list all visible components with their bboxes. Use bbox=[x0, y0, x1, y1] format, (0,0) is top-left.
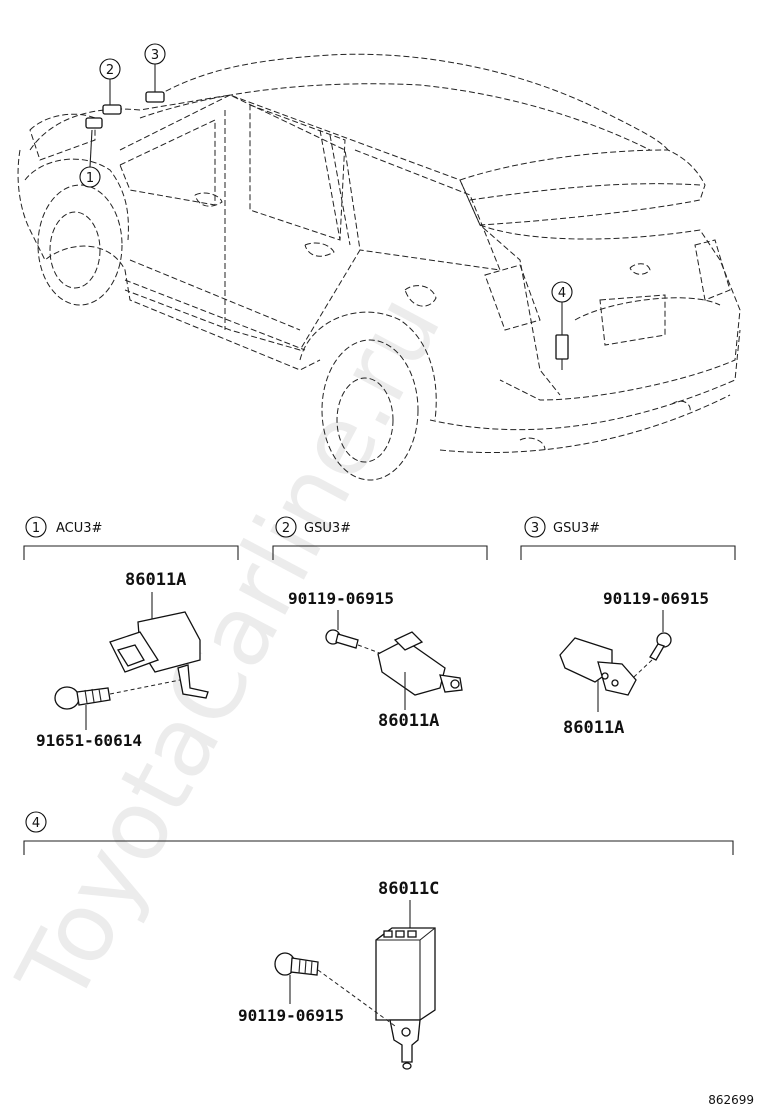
section-header-3: 3 GSU3# bbox=[520, 516, 736, 560]
callout-1: 1 bbox=[79, 166, 101, 188]
section-header-2: 2 GSU3# bbox=[272, 516, 488, 560]
section-3-parts: 90119-06915 86011A bbox=[559, 589, 709, 738]
s4-sensor-part-number: 86011C bbox=[378, 879, 439, 899]
svg-text:4: 4 bbox=[558, 286, 566, 301]
s3-bolt-part-number: 90119-06915 bbox=[603, 589, 709, 608]
s1-bolt-part-number: 91651-60614 bbox=[36, 731, 142, 750]
svg-text:4: 4 bbox=[32, 816, 40, 831]
svg-text:2: 2 bbox=[282, 521, 290, 536]
section-header-1: 1 ACU3# bbox=[23, 516, 239, 560]
svg-text:3: 3 bbox=[531, 521, 539, 536]
section-4-parts: 86011C 90119-06915 bbox=[238, 879, 439, 1070]
svg-text:1: 1 bbox=[86, 171, 94, 186]
vehicle-illustration bbox=[17, 53, 741, 481]
callout-3: 3 bbox=[144, 43, 166, 65]
svg-text:1: 1 bbox=[32, 521, 40, 536]
svg-text:GSU3#: GSU3# bbox=[304, 521, 351, 536]
svg-text:2: 2 bbox=[106, 63, 114, 78]
svg-text:3: 3 bbox=[151, 48, 159, 63]
s2-sensor-part-number: 86011A bbox=[378, 711, 439, 731]
callout-2: 2 bbox=[99, 58, 121, 80]
section-header-4: 4 bbox=[23, 811, 734, 855]
diagram-id: 862699 bbox=[708, 1093, 754, 1107]
section-1-parts: 86011A 91651-60614 bbox=[36, 570, 209, 750]
s2-bolt-part-number: 90119-06915 bbox=[288, 589, 394, 608]
callout-4: 4 bbox=[551, 281, 573, 303]
svg-text:GSU3#: GSU3# bbox=[553, 521, 600, 536]
svg-text:ACU3#: ACU3# bbox=[56, 521, 102, 536]
s4-bolt-part-number: 90119-06915 bbox=[238, 1006, 344, 1025]
section-2-parts: 90119-06915 86011A bbox=[288, 589, 463, 731]
s1-sensor-part-number: 86011A bbox=[125, 570, 186, 590]
s3-sensor-part-number: 86011A bbox=[563, 718, 624, 738]
